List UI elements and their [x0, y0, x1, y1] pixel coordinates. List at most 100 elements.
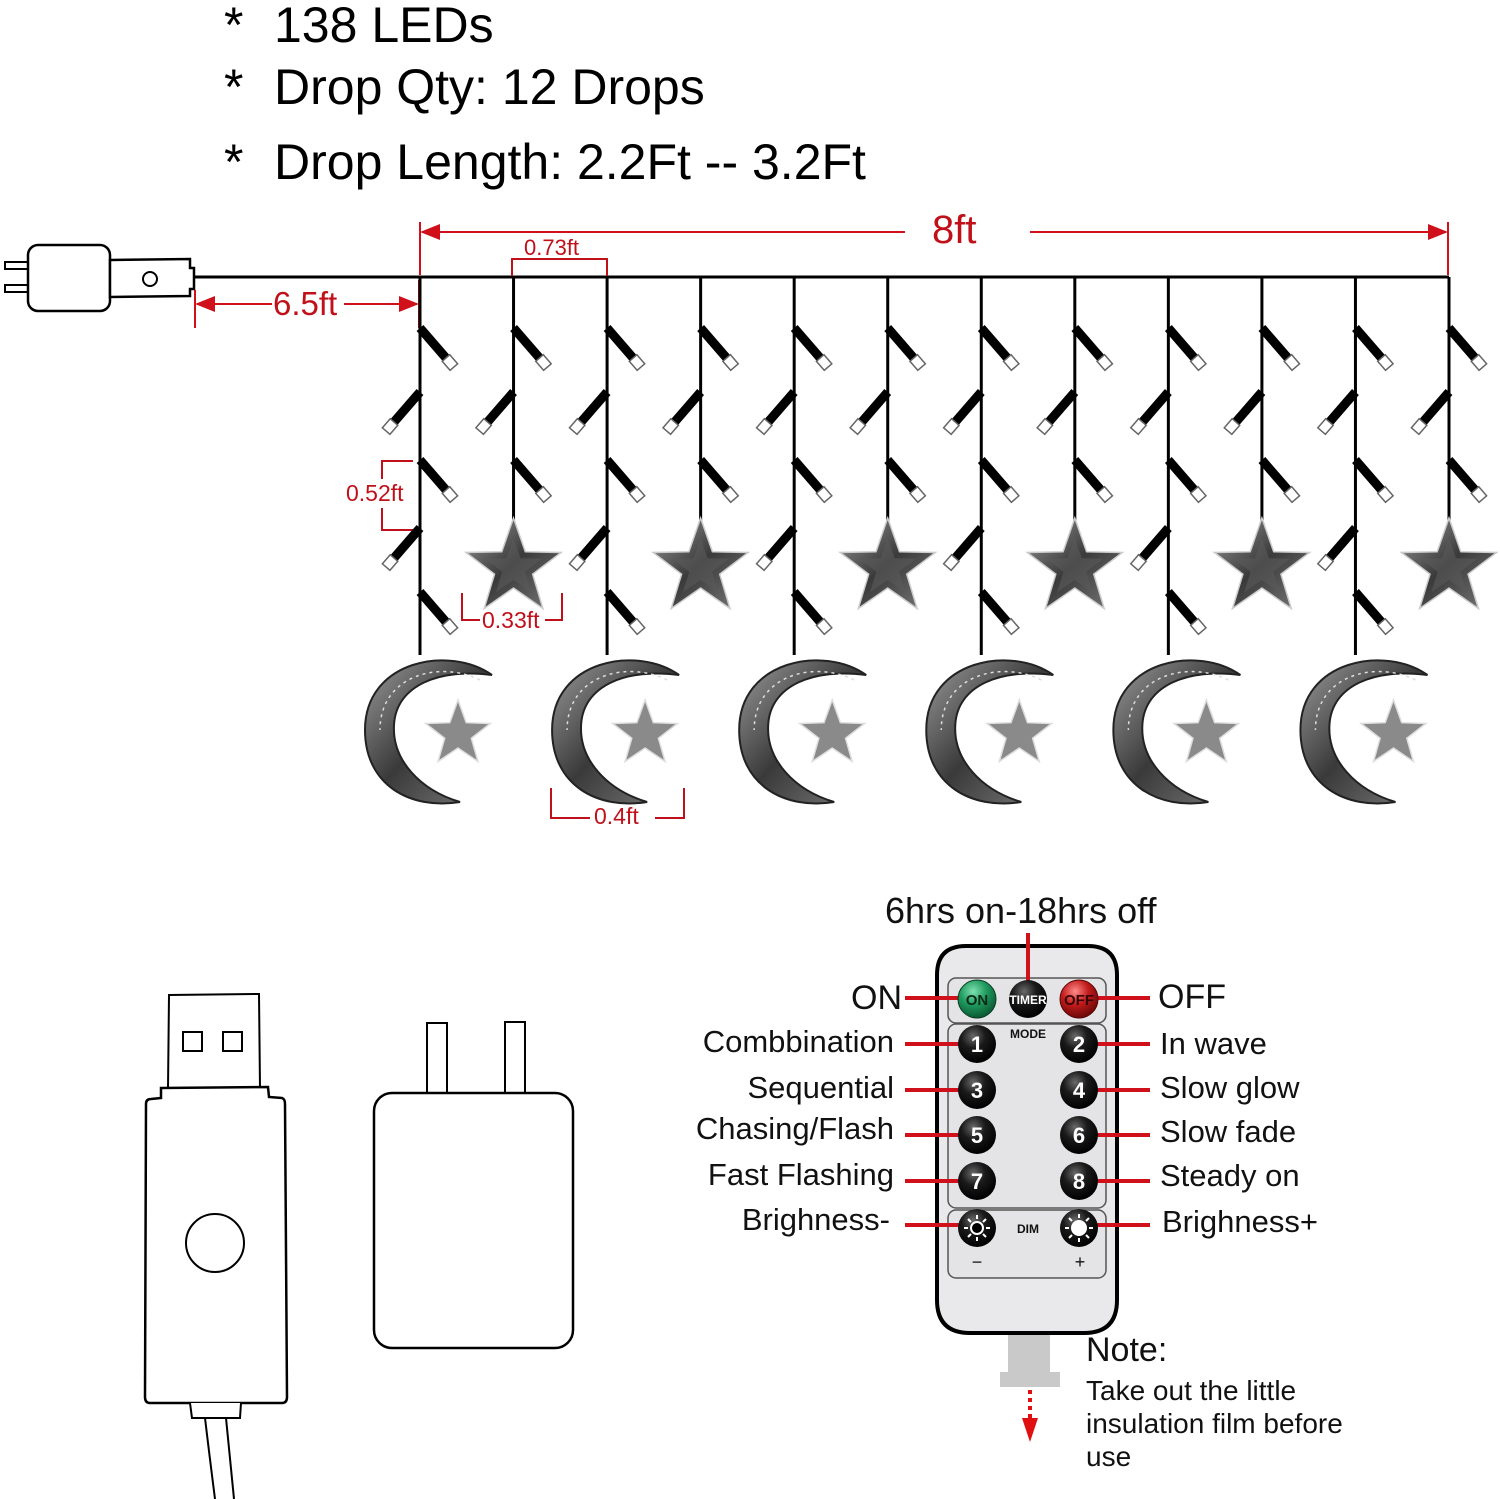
- mode-header: MODE: [1010, 1027, 1046, 1041]
- star-ornament: [838, 515, 938, 611]
- spec-text: Drop Qty: 12 Drops: [274, 59, 705, 115]
- led-bulb: [1445, 457, 1488, 504]
- dim-minus-sign: −: [972, 1252, 983, 1272]
- led-bulb: [603, 589, 646, 636]
- dimension-moon-width-bracket: [550, 788, 685, 819]
- label-star-width: 0.33ft: [482, 607, 540, 633]
- led-bulb: [568, 525, 611, 572]
- dimension-star-width-bracket: [461, 593, 563, 621]
- led-bulb: [1164, 325, 1208, 372]
- moon-star-ornament: [1112, 659, 1241, 805]
- led-bulb: [416, 457, 459, 504]
- led-bulb: [510, 457, 553, 504]
- remote-button-mode-3[interactable]: 3: [958, 1071, 996, 1109]
- remote-button-mode-6[interactable]: 6: [1060, 1116, 1098, 1154]
- led-bulb: [1352, 325, 1395, 372]
- label-mode-1: Combbination: [702, 1024, 894, 1059]
- remote-button-on[interactable]: ON: [957, 979, 997, 1019]
- led-bulb: [1036, 389, 1079, 436]
- led-bulb: [1164, 589, 1208, 636]
- mode-buttons: 1 2 3 4 5 6 7 8: [958, 1025, 1098, 1200]
- label-drop-spacing: 0.73ft: [524, 235, 580, 260]
- mode-button-number: 5: [971, 1123, 983, 1148]
- led-bulb: [1164, 457, 1208, 504]
- remote-button-mode-1[interactable]: 1: [958, 1025, 996, 1063]
- led-bulb: [755, 389, 798, 436]
- mode-button-number: 3: [971, 1078, 983, 1103]
- plug-icon: [4, 243, 196, 313]
- remote-button-mode-2[interactable]: 2: [1060, 1025, 1098, 1063]
- led-bulb: [661, 389, 705, 436]
- label-dim-minus: Brighness-: [741, 1202, 890, 1237]
- led-bulb: [416, 589, 459, 636]
- bullet: *: [224, 59, 244, 115]
- drop: [1399, 277, 1499, 611]
- led-bulb: [884, 457, 927, 504]
- star-ornament: [650, 515, 751, 611]
- led-bulb: [1316, 389, 1359, 436]
- bullet: *: [224, 0, 244, 53]
- led-bulb: [1445, 325, 1488, 372]
- label-lead-cable: 6.5ft: [273, 285, 338, 322]
- dimension-total-width: [419, 222, 1449, 275]
- led-bulb: [1071, 325, 1114, 372]
- remote-button-mode-8[interactable]: 8: [1060, 1162, 1098, 1200]
- led-bulb: [1258, 457, 1301, 504]
- led-bulb: [1410, 389, 1453, 436]
- moon-star-ornament: [925, 659, 1054, 805]
- dim-plus-sign: +: [1075, 1252, 1086, 1272]
- star-ornament: [1212, 515, 1312, 611]
- label-moon-width: 0.4ft: [594, 803, 639, 829]
- remote-button-timer[interactable]: TIMER: [1009, 980, 1047, 1018]
- spec-drop-qty: * Drop Qty: 12 Drops: [224, 62, 705, 112]
- label-total-width: 8ft: [932, 208, 977, 252]
- led-bulb: [1316, 525, 1359, 572]
- spec-text: Drop Length: 2.2Ft -- 3.2Ft: [274, 134, 866, 190]
- remote-button-mode-5[interactable]: 5: [958, 1116, 996, 1154]
- led-bulb: [790, 589, 833, 636]
- led-bulb: [381, 389, 424, 436]
- remote-button-off[interactable]: OFF: [1059, 979, 1099, 1019]
- led-bulb: [977, 457, 1020, 504]
- led-bulb: [697, 457, 740, 504]
- mode-button-number: 6: [1073, 1123, 1085, 1148]
- led-bulb: [474, 389, 517, 436]
- led-bulb: [1223, 389, 1266, 436]
- led-bulb: [697, 325, 740, 372]
- drop: [1112, 277, 1241, 805]
- star-icon: [797, 697, 867, 764]
- timer-caption: 6hrs on-18hrs off: [885, 890, 1157, 931]
- mode-button-number: 2: [1073, 1032, 1085, 1057]
- mode-button-number: 4: [1073, 1078, 1086, 1103]
- drop: [925, 277, 1054, 805]
- star-icon: [984, 697, 1054, 764]
- led-bulb: [1129, 389, 1172, 436]
- label-on: ON: [851, 979, 902, 1017]
- battery-tab: [1000, 1335, 1060, 1387]
- moon-star-ornament: [363, 659, 493, 805]
- bullet: *: [224, 134, 244, 190]
- spec-led-count: *138 LEDs: [224, 0, 494, 50]
- remote-button-dim-minus[interactable]: [958, 1209, 996, 1247]
- spec-drop-length: * Drop Length: 2.2Ft -- 3.2Ft: [224, 137, 866, 187]
- dimension-drop-spacing-bracket: [511, 258, 608, 276]
- led-bulb: [603, 325, 646, 372]
- drop: [551, 277, 680, 805]
- remote-button-mode-4[interactable]: 4: [1060, 1071, 1098, 1109]
- dim-header: DIM: [1017, 1222, 1039, 1236]
- star-ornament: [1399, 515, 1499, 611]
- star-icon: [1171, 697, 1241, 764]
- led-bulb: [977, 325, 1020, 372]
- remote-button-dim-plus[interactable]: [1060, 1209, 1098, 1247]
- led-bulb: [568, 389, 611, 436]
- remote-button-mode-7[interactable]: 7: [958, 1162, 996, 1200]
- dimension-bulb-spacing-bracket: [381, 460, 413, 531]
- led-bulb: [942, 389, 985, 436]
- star-icon: [1359, 697, 1428, 764]
- note-title: Note:: [1086, 1331, 1168, 1369]
- svg-text:ON: ON: [966, 992, 989, 1009]
- label-mode-2: In wave: [1160, 1026, 1267, 1061]
- moon-star-ornament: [738, 659, 867, 805]
- drop: [838, 277, 938, 611]
- led-bulb: [790, 457, 833, 504]
